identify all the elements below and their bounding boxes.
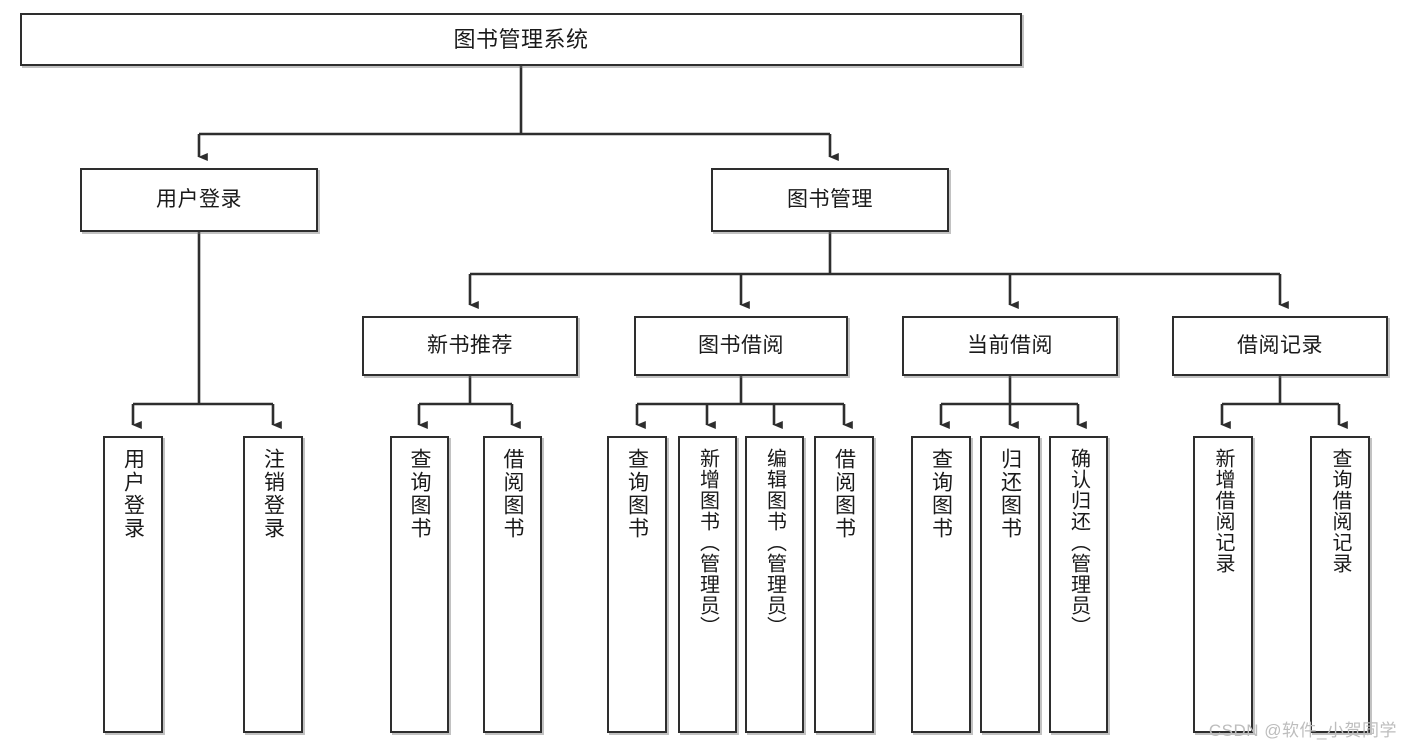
node-label: 当前借阅 — [967, 333, 1053, 357]
leaf-current-borrow-query-books[interactable]: 查询图书 — [911, 436, 971, 733]
node-label: 借阅图书 — [832, 448, 856, 540]
watermark-text: CSDN @软件_小贺同学 — [1208, 721, 1397, 740]
node-label: 确认归还（管理员） — [1067, 448, 1090, 637]
leaf-current-borrow-confirm-return-admin[interactable]: 确认归还（管理员） — [1049, 436, 1108, 733]
node-book-borrow[interactable]: 图书借阅 — [634, 316, 848, 376]
node-borrow-record[interactable]: 借阅记录 — [1172, 316, 1388, 376]
node-label: 图书管理系统 — [453, 26, 589, 52]
node-label: 借阅图书 — [501, 448, 524, 540]
node-label: 注销登录 — [261, 448, 285, 540]
node-user-login[interactable]: 用户登录 — [80, 168, 318, 232]
leaf-user-login-login[interactable]: 用户登录 — [103, 436, 163, 733]
node-label: 图书借阅 — [698, 333, 784, 357]
node-label: 借阅记录 — [1237, 333, 1323, 357]
node-label: 新增图书（管理员） — [696, 448, 719, 637]
leaf-book-borrow-borrow-books[interactable]: 借阅图书 — [814, 436, 874, 733]
leaf-new-book-borrow-books[interactable]: 借阅图书 — [483, 436, 542, 733]
node-book-management[interactable]: 图书管理 — [711, 168, 949, 232]
node-label: 编辑图书（管理员） — [763, 448, 786, 637]
leaf-current-borrow-return-books[interactable]: 归还图书 — [980, 436, 1040, 733]
node-label: 图书管理 — [787, 187, 873, 211]
leaf-book-borrow-query-books[interactable]: 查询图书 — [607, 436, 667, 733]
node-current-borrow[interactable]: 当前借阅 — [902, 316, 1118, 376]
leaf-user-login-logout[interactable]: 注销登录 — [243, 436, 303, 733]
node-new-book-recommend[interactable]: 新书推荐 — [362, 316, 578, 376]
node-label: 归还图书 — [998, 448, 1022, 540]
leaf-borrow-record-query-record[interactable]: 查询借阅记录 — [1310, 436, 1370, 733]
node-label: 新书推荐 — [427, 333, 513, 357]
leaf-book-borrow-edit-book-admin[interactable]: 编辑图书（管理员） — [745, 436, 804, 733]
leaf-borrow-record-add-record[interactable]: 新增借阅记录 — [1193, 436, 1253, 733]
node-label: 新增借阅记录 — [1212, 448, 1234, 574]
node-label: 查询图书 — [408, 448, 431, 540]
node-label: 查询图书 — [625, 448, 649, 540]
leaf-book-borrow-add-book-admin[interactable]: 新增图书（管理员） — [678, 436, 737, 733]
node-label: 查询图书 — [929, 448, 953, 540]
leaf-new-book-query-books[interactable]: 查询图书 — [390, 436, 449, 733]
node-root-book-management-system[interactable]: 图书管理系统 — [20, 13, 1022, 66]
node-label: 查询借阅记录 — [1329, 448, 1351, 574]
node-label: 用户登录 — [156, 187, 242, 211]
node-label: 用户登录 — [121, 448, 145, 540]
